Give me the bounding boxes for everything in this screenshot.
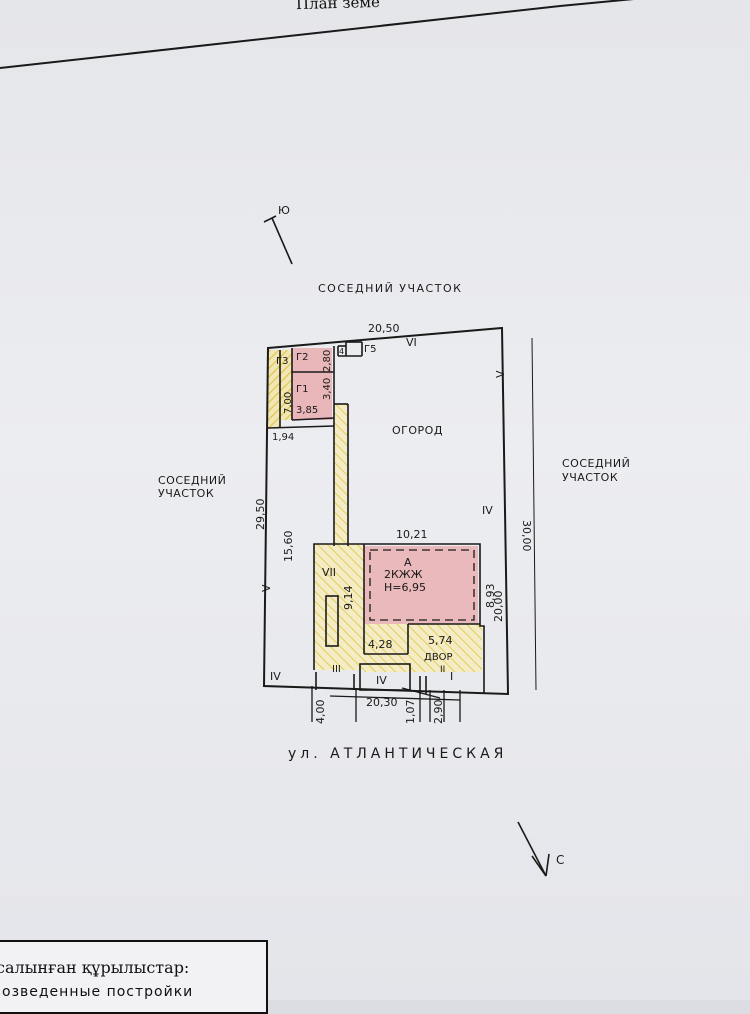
dim-right-lower: 20,00	[492, 591, 505, 623]
header-border	[0, 0, 634, 69]
garden-label: ОГОРОД	[392, 424, 443, 437]
dim-left-total: 29,50	[254, 499, 267, 531]
g4-label: 4	[339, 347, 344, 356]
house-height: Н=6,95	[384, 581, 426, 594]
dim-bottom: 20,30	[366, 696, 398, 709]
neighbor-right-label-1: СОСЕДНИЙ	[562, 457, 630, 470]
fence-vii: VII	[322, 566, 336, 579]
house-type: 2КЖЖ	[384, 568, 423, 581]
north-arrow: Ю	[263, 204, 293, 265]
dim-right-total: 30,00	[520, 520, 533, 552]
plot-boundary	[262, 326, 510, 696]
south-arrow: С	[517, 821, 564, 877]
hatch-g3	[268, 350, 280, 428]
fence-vi: VI	[406, 336, 417, 349]
dim-g2-depth: 2,80	[322, 350, 333, 372]
dim-g1-depth: 3,40	[322, 378, 333, 400]
house-letter: А	[404, 556, 412, 569]
neighbor-left-label-2: УЧАСТОК	[158, 487, 214, 500]
right-dim-line	[531, 337, 537, 691]
hatch-vii	[314, 544, 364, 670]
dim-house-left: 9,14	[342, 586, 355, 611]
dim-b2: 1,07	[404, 700, 417, 725]
fence-i: I	[450, 670, 453, 683]
building-house	[364, 546, 478, 624]
dim-house-bottom: 4,28	[368, 638, 393, 651]
g2-label: Г2	[296, 352, 308, 363]
dim-g3-width: 1,94	[272, 432, 294, 443]
dim-house-width: 10,21	[396, 528, 428, 541]
fence-v-right: V	[494, 370, 507, 378]
fence-ii: II	[440, 665, 445, 675]
hatch-path	[334, 404, 348, 546]
g3-label: Г3	[276, 356, 288, 367]
dim-g1-width: 3,85	[296, 405, 318, 416]
g1-label: Г1	[296, 384, 308, 395]
street-label: ул. АТЛАНТИЧЕСКАЯ	[288, 746, 507, 762]
g5-label: Г5	[364, 344, 376, 355]
dim-g3-depth: 7,00	[283, 392, 294, 414]
dim-top: 20,50	[368, 322, 400, 335]
north-letter: Ю	[278, 204, 290, 217]
building-g1-g2	[292, 348, 332, 420]
neighbor-top-label: СОСЕДНИЙ УЧАСТОК	[318, 282, 462, 295]
yard-label: ДВОР	[424, 652, 453, 663]
house-upper-floor	[369, 549, 475, 621]
fence-iii: III	[332, 664, 341, 675]
legend-title-kz: салынған құрылыстар:	[0, 958, 190, 977]
fence-iv-left: IV	[270, 670, 281, 683]
fence-iv-shed: IV	[376, 674, 387, 687]
fence-v-left: V	[260, 584, 273, 592]
dim-left-inner: 15,60	[282, 531, 295, 563]
hatch-g-strip	[280, 350, 292, 420]
dim-b1: 4,00	[314, 700, 327, 725]
fence-iv-right: IV	[482, 504, 493, 517]
legend-title-ru: озведенные постройки	[2, 984, 194, 1000]
neighbor-right-label-2: УЧАСТОК	[562, 471, 618, 484]
dim-house-depth: 8,93	[484, 584, 497, 609]
dim-b3: 2,90	[432, 700, 445, 725]
dim-yard-width: 5,74	[428, 634, 453, 647]
legend-box: салынған құрылыстар: озведенные постройк…	[0, 940, 268, 1014]
neighbor-left-label-1: СОСЕДНИЙ	[158, 474, 226, 487]
south-letter: С	[556, 853, 564, 867]
